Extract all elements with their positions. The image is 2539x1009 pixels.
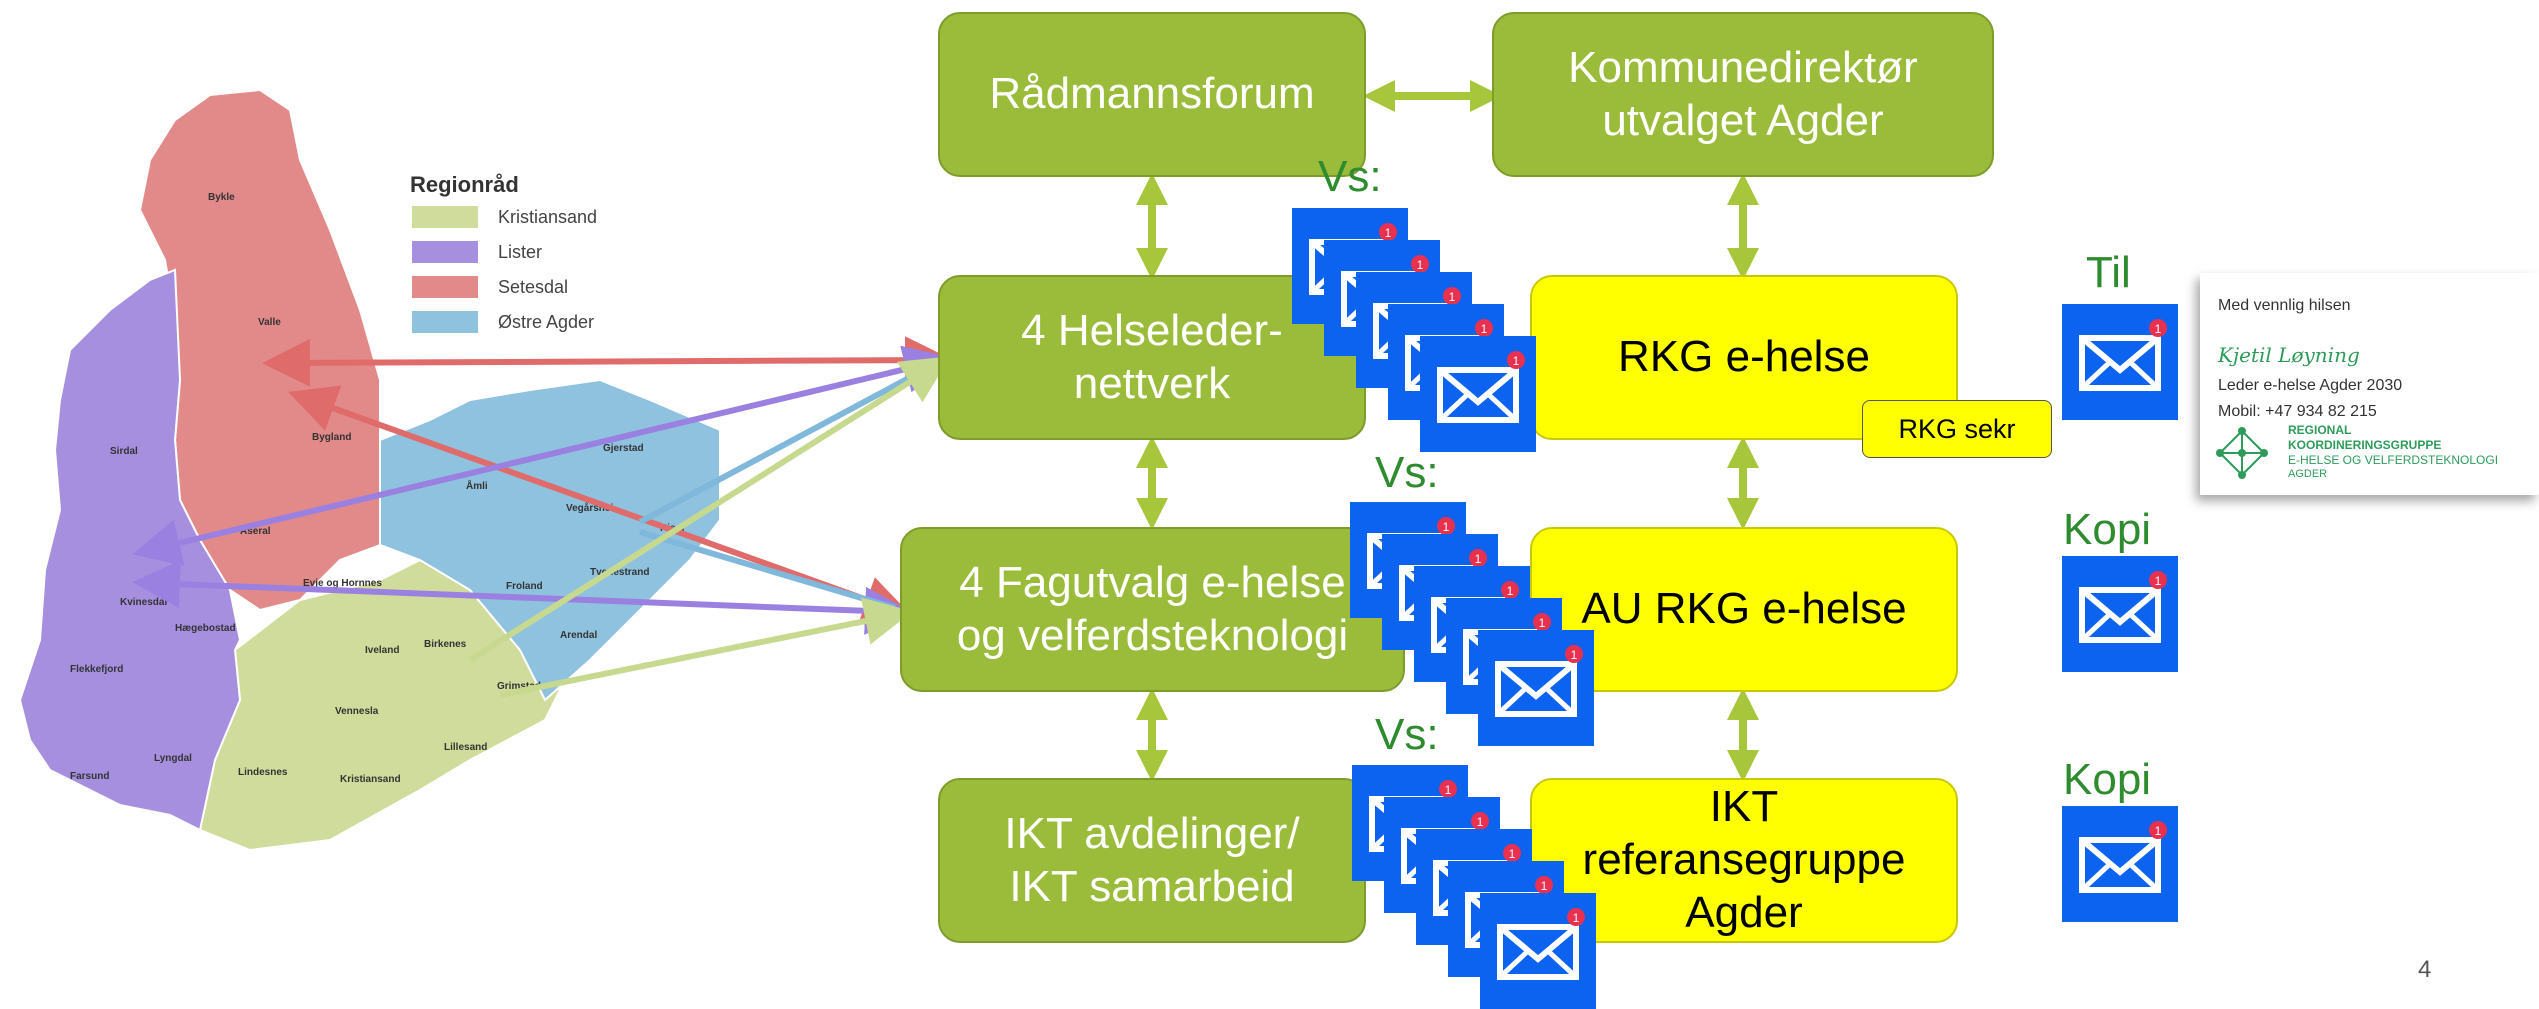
page-number: 4 [2418, 956, 2432, 983]
signature-org-line: E-HELSE OG VELFERDSTEKNOLOGI [2288, 453, 2499, 467]
region-arrow-krs-fagutvalg [499, 597, 913, 698]
legend-label: Kristiansand [498, 206, 598, 227]
box-label-line: referansegruppe [1582, 835, 1906, 885]
box-rkg-label: RKG e-helse [1618, 332, 1870, 382]
svg-text:1: 1 [1539, 616, 1546, 630]
map-name: Lindesnes [238, 767, 288, 778]
svg-text:1: 1 [1385, 226, 1392, 240]
box-radmannsforum: Rådmannsforum [938, 12, 1366, 177]
box-label-line: Kommunedirektør [1568, 42, 1918, 92]
legend-swatch [412, 206, 478, 228]
legend-item-setesdal: Setesdal [412, 276, 568, 298]
map-name: Arendal [560, 630, 598, 641]
vs-label: Vs: [1318, 152, 1382, 201]
vs-label: Vs: [1375, 448, 1439, 497]
mail-envelope-icon: 1 [1420, 336, 1536, 452]
map-name: Kristiansand [340, 774, 401, 785]
region-arrow-krs-helseleder [468, 356, 951, 663]
email-signature: Med vennlig hilsen Kjetil Løyning Leder … [2200, 273, 2539, 495]
legend-item-lister: Lister [412, 241, 542, 263]
svg-text:1: 1 [1475, 552, 1482, 566]
map-name: Grimstad [497, 681, 541, 692]
svg-text:1: 1 [1417, 258, 1424, 272]
signature-handwritten: Kjetil Løyning [2218, 343, 2360, 367]
map-name: Valle [258, 317, 281, 328]
mail-envelope-icon: 1 [2062, 304, 2178, 420]
signature-greeting: Med vennlig hilsen [2218, 297, 2351, 314]
svg-text:1: 1 [1481, 322, 1488, 336]
svg-text:1: 1 [1573, 911, 1580, 925]
mail-envelope-icon: 1 [1480, 893, 1596, 1009]
signature-role: Leder e-helse Agder 2030 [2218, 377, 2403, 394]
legend-item-ostre-agder: Østre Agder [412, 311, 594, 333]
box-label-line: IKT [1709, 782, 1779, 832]
legend-label: Lister [498, 241, 543, 262]
map-name: Flekkefjord [70, 664, 124, 675]
region-arrow-lister-helseleder [132, 345, 953, 567]
map-name: Sirdal [110, 446, 138, 457]
legend-item-kristiansand: Kristiansand [412, 206, 597, 228]
box-au-rkg: AU RKG e-helse [1530, 527, 1958, 692]
til-label: Til [2086, 248, 2131, 297]
box-radmannsforum-label: Rådmannsforum [989, 69, 1315, 119]
box-ikt-referansegruppe: IKT referansegruppe Agder [1530, 778, 1958, 943]
network-logo-icon [2216, 427, 2268, 479]
legend-label: Østre Agder [498, 311, 595, 332]
svg-text:1: 1 [1445, 783, 1452, 797]
kopi-label: Kopi [2063, 755, 2152, 804]
map-name: Bykle [208, 192, 235, 203]
box-label-line: og velferdsteknologi [956, 610, 1349, 660]
map-name: Iveland [365, 645, 400, 656]
box-rkg-sekr: RKG sekr [1862, 400, 2052, 458]
box-label-line: Agder [1685, 887, 1803, 937]
svg-text:1: 1 [1477, 815, 1484, 829]
legend-swatch [412, 276, 478, 298]
svg-text:1: 1 [2155, 322, 2162, 336]
map-name: Birkenes [424, 639, 467, 650]
svg-text:1: 1 [1507, 584, 1514, 598]
signature-org-line: REGIONAL [2288, 423, 2352, 437]
svg-text:1: 1 [1541, 879, 1548, 893]
map-name: Lillesand [444, 742, 488, 753]
signature-org-line: KOORDINERINGSGRUPPE [2288, 438, 2442, 452]
svg-text:1: 1 [2155, 574, 2162, 588]
box-label-line: 4 Fagutvalg e-helse [959, 557, 1346, 607]
box-fagutvalg: 4 Fagutvalg e-helse og velferdsteknologi [900, 527, 1405, 692]
box-label-line: nettverk [1073, 358, 1231, 408]
svg-text:1: 1 [1449, 290, 1456, 304]
map-name: Farsund [70, 771, 110, 782]
box-rkg-sekr-label: RKG sekr [1898, 413, 2016, 444]
svg-text:1: 1 [1513, 354, 1520, 368]
region-arrow-setesdal-helseleder [262, 336, 953, 387]
legend-swatch [412, 241, 478, 263]
legend-title: Regionråd [410, 172, 519, 197]
map-name: Vennesla [335, 706, 379, 717]
region-arrow-ostre-fagutvalg [639, 529, 896, 611]
box-label-line: IKT samarbeid [1009, 861, 1295, 911]
mail-envelope-icon: 1 [2062, 806, 2178, 922]
box-label-line: IKT avdelinger/ [1004, 808, 1300, 858]
box-rkg-ehelse: RKG e-helse [1530, 275, 1958, 440]
vs-label: Vs: [1375, 710, 1439, 759]
box-ikt-avdelinger: IKT avdelinger/ IKT samarbeid [938, 778, 1366, 943]
box-label-line: 4 Helseleder- [1021, 305, 1283, 355]
svg-text:1: 1 [1571, 648, 1578, 662]
map-name: Lyngdal [154, 753, 192, 764]
mail-envelope-icon: 1 [2062, 556, 2178, 672]
box-label-line: utvalget Agder [1602, 95, 1884, 145]
region-arrow-ostre-helseleder [638, 361, 937, 525]
mail-envelope-icon: 1 [1478, 630, 1594, 746]
signature-org-line: AGDER [2288, 468, 2328, 480]
svg-text:1: 1 [1509, 847, 1516, 861]
svg-text:1: 1 [2155, 824, 2162, 838]
legend-label: Setesdal [498, 276, 569, 297]
kopi-label: Kopi [2063, 505, 2152, 554]
region-arrow-lister-fagutvalg [132, 560, 913, 635]
box-kommunedirektor-utvalget: Kommunedirektør utvalget Agder [1492, 12, 1994, 177]
svg-text:1: 1 [1443, 520, 1450, 534]
legend-swatch [412, 311, 478, 333]
signature-phone: Mobil: +47 934 82 215 [2218, 403, 2377, 420]
box-au-rkg-label: AU RKG e-helse [1581, 584, 1907, 634]
